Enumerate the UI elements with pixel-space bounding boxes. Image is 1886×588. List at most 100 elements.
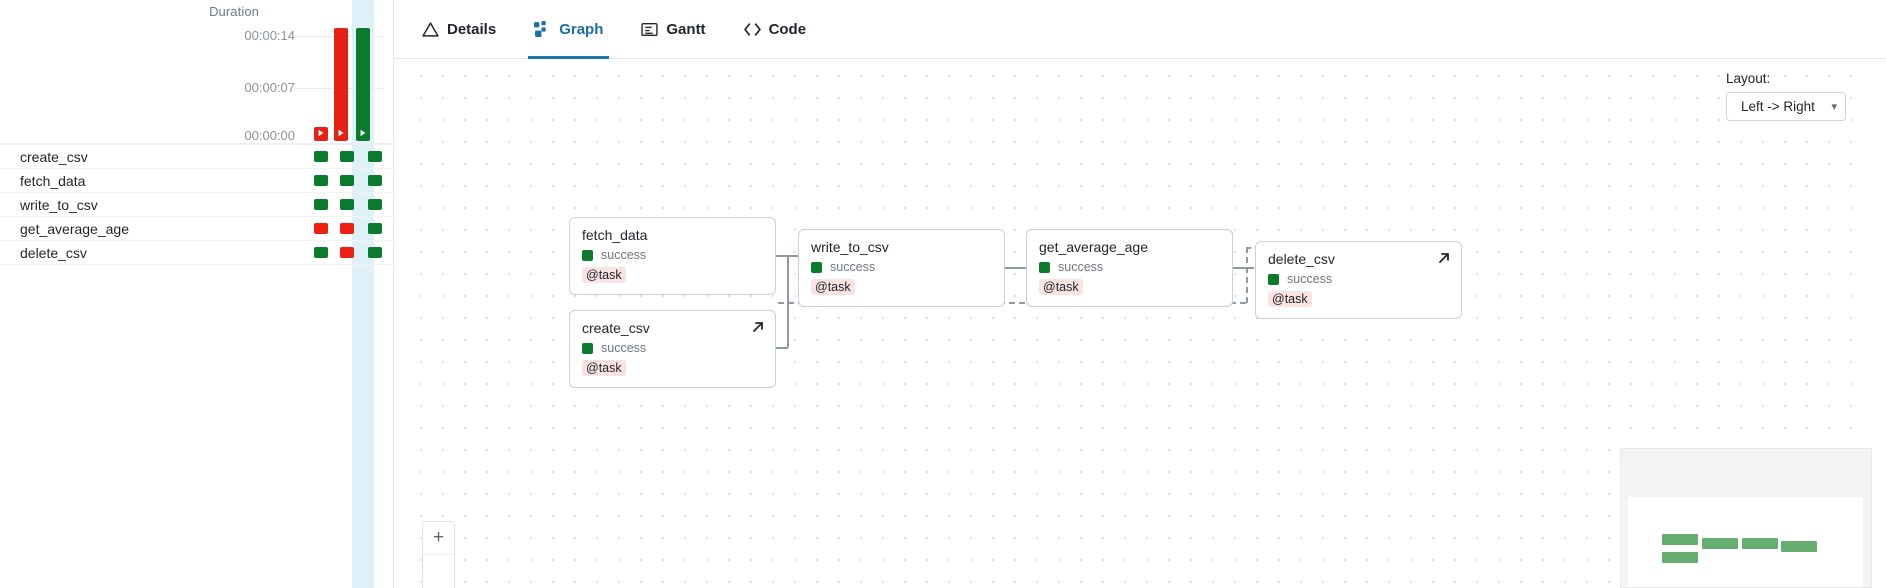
tab-code[interactable]: Code [738, 0, 813, 59]
task-instance-square-success[interactable] [368, 247, 382, 258]
task-instance-squares [314, 247, 382, 258]
axis-tick-max: 00:00:14 [244, 28, 383, 43]
node-operator-tag: @task [582, 360, 626, 376]
task-name: write_to_csv [20, 196, 98, 213]
task-instance-square-failed[interactable] [314, 223, 328, 234]
task-instance-square-success[interactable] [314, 175, 328, 186]
graph-node-delete-csv[interactable]: delete_csv success @task [1255, 241, 1462, 319]
task-instance-square-success[interactable] [368, 175, 382, 186]
minimap-node [1742, 538, 1778, 549]
status-dot-success [1039, 261, 1050, 273]
node-status: success [1268, 272, 1449, 286]
axis-tick-min: 00:00:00 [244, 128, 295, 143]
task-instance-square-success[interactable] [314, 199, 328, 210]
node-title: get_average_age [1039, 239, 1148, 255]
node-status-label: success [601, 248, 647, 262]
task-name: get_average_age [20, 220, 129, 237]
edge-dashed-vertical [1246, 247, 1248, 303]
tab-gantt[interactable]: Gantt [635, 0, 711, 59]
task-instance-square-failed[interactable] [340, 223, 354, 234]
minimap-node [1702, 538, 1738, 549]
edge-dashed-horizontal [778, 302, 1246, 304]
tab-details[interactable]: Details [416, 0, 502, 59]
node-operator-tag: @task [1268, 291, 1312, 307]
layout-select[interactable]: Left -> Right ▾ [1726, 92, 1846, 121]
main-panel: Details Graph Gantt Code Layout: Left -> Ri… [394, 0, 1886, 588]
minimap-node [1662, 552, 1698, 563]
axis-tick-label: 00:00:07 [244, 80, 295, 95]
task-row[interactable]: fetch_data [0, 169, 393, 193]
node-status: success [582, 248, 763, 262]
graph-node-fetch-data[interactable]: fetch_data success @task [569, 217, 776, 295]
task-row[interactable]: write_to_csv [0, 193, 393, 217]
task-instance-square-success[interactable] [340, 151, 354, 162]
zoom-controls: + [422, 521, 455, 588]
node-operator-tag: @task [811, 279, 855, 295]
zoom-in-button[interactable]: + [423, 522, 454, 555]
task-instance-square-failed[interactable] [340, 247, 354, 258]
runs-sidebar: Duration 00:00:14 00:00:07 00:00:00 crea… [0, 0, 394, 588]
code-brackets-icon [743, 21, 761, 38]
graph-node-write-to-csv[interactable]: write_to_csv success @task [798, 229, 1005, 307]
tab-label: Gantt [666, 20, 706, 38]
edge-create-to-write-vertical [787, 255, 789, 347]
task-instance-squares [314, 175, 382, 186]
node-status-label: success [1058, 260, 1104, 274]
edge-dashed-top-stub [1246, 247, 1260, 249]
node-title: create_csv [582, 320, 650, 336]
minimap-node [1662, 534, 1698, 545]
run-bar-run-1[interactable] [314, 127, 328, 141]
task-instance-square-success[interactable] [368, 199, 382, 210]
node-title: delete_csv [1268, 251, 1335, 267]
run-bar-run-2[interactable] [334, 28, 348, 141]
task-name: create_csv [20, 148, 88, 165]
gantt-chart-icon [641, 21, 659, 38]
status-dot-success [1268, 273, 1279, 285]
task-instance-square-success[interactable] [340, 199, 354, 210]
minimap-node [1781, 541, 1817, 552]
task-row[interactable]: get_average_age [0, 217, 393, 241]
edge-create-to-write-stub [776, 347, 788, 349]
run-play-icon[interactable] [335, 125, 347, 140]
axis-tick-mid: 00:00:07 [244, 80, 383, 95]
tab-bar: Details Graph Gantt Code [394, 0, 1886, 59]
run-play-icon[interactable] [357, 125, 369, 140]
run-bar-run-3[interactable] [356, 28, 370, 141]
zoom-out-button[interactable] [423, 555, 454, 588]
task-instance-squares [314, 223, 382, 234]
node-status-label: success [830, 260, 876, 274]
graph-canvas[interactable]: Layout: Left -> Right ▾ fetch_dat [406, 59, 1872, 588]
node-status-label: success [1287, 272, 1333, 286]
task-row[interactable]: create_csv [0, 145, 393, 169]
run-play-icon[interactable] [315, 125, 327, 140]
task-instance-square-success[interactable] [368, 151, 382, 162]
task-row[interactable]: delete_csv [0, 241, 393, 265]
task-name: delete_csv [20, 244, 87, 261]
task-instance-squares [314, 151, 382, 162]
tab-label: Details [447, 20, 497, 38]
node-title: write_to_csv [811, 239, 889, 255]
graph-node-create-csv[interactable]: create_csv success @task [569, 310, 776, 388]
status-dot-success [811, 261, 822, 273]
chevron-down-icon: ▾ [1831, 101, 1837, 113]
task-instance-square-success[interactable] [368, 223, 382, 234]
tab-graph[interactable]: Graph [528, 0, 610, 59]
graph-node-get-average-age[interactable]: get_average_age success @task [1026, 229, 1233, 307]
node-status-label: success [601, 341, 647, 355]
node-title: fetch_data [582, 227, 648, 243]
task-instance-square-success[interactable] [340, 175, 354, 186]
task-instance-squares [314, 199, 382, 210]
status-dot-success [582, 342, 593, 354]
duration-header: Duration [209, 4, 259, 19]
graph-minimap[interactable] [1620, 448, 1872, 588]
node-status: success [811, 260, 992, 274]
task-instance-square-success[interactable] [314, 151, 328, 162]
node-operator-tag: @task [582, 267, 626, 283]
status-dot-success [582, 249, 593, 261]
external-link-icon[interactable] [750, 319, 766, 335]
task-instance-square-success[interactable] [314, 247, 328, 258]
layout-selected-value: Left -> Right [1741, 99, 1815, 114]
tab-label: Graph [559, 20, 604, 38]
axis-tick-label: 00:00:00 [244, 128, 295, 143]
external-link-icon[interactable] [1436, 250, 1452, 266]
